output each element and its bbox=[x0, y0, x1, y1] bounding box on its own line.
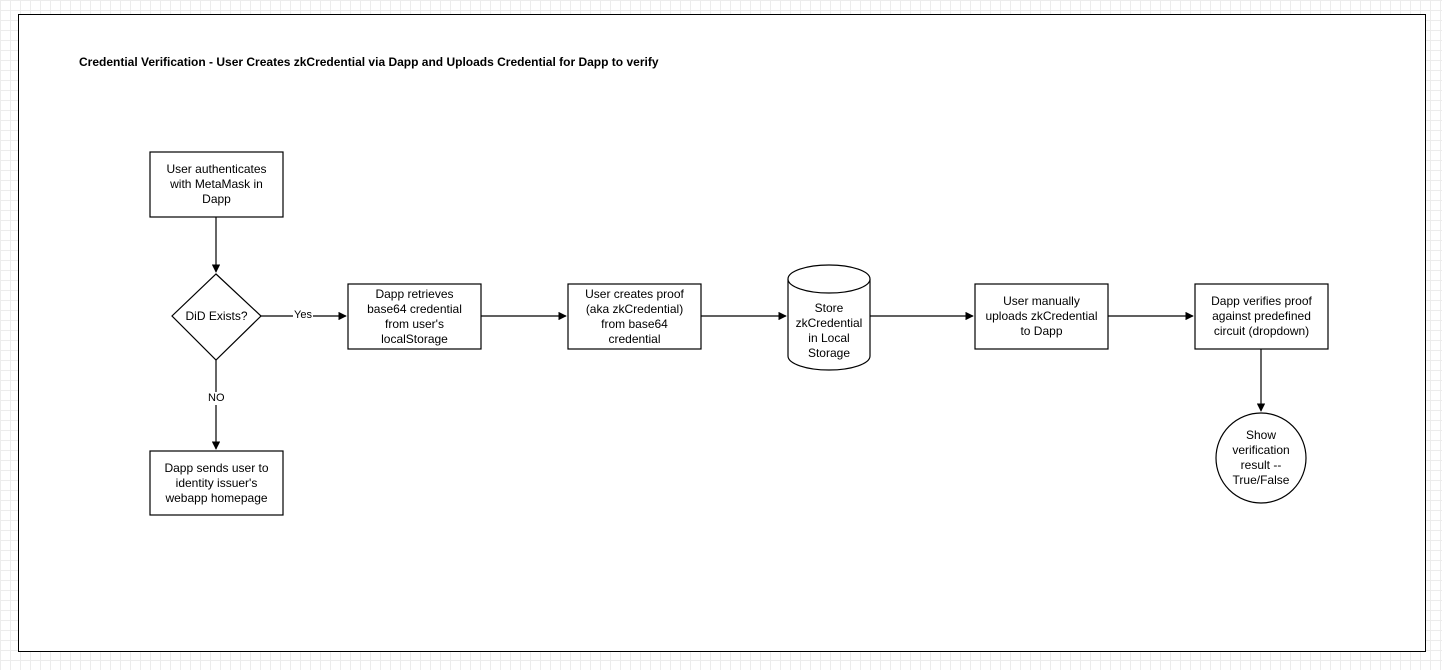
send-user-box bbox=[149, 450, 284, 516]
create-proof-box bbox=[567, 283, 702, 350]
diagram-frame bbox=[18, 14, 1426, 652]
upload-box bbox=[974, 283, 1109, 350]
did-exists-diamond bbox=[171, 273, 262, 361]
verify-box bbox=[1194, 283, 1329, 350]
no-edge-label: NO bbox=[207, 392, 226, 405]
diagram-title: Credential Verification - User Creates z… bbox=[79, 55, 659, 69]
auth-box bbox=[149, 151, 284, 218]
store-cylinder bbox=[787, 264, 871, 371]
result-circle bbox=[1215, 412, 1307, 504]
retrieve-box bbox=[347, 283, 482, 350]
yes-edge-label: Yes bbox=[293, 309, 313, 322]
